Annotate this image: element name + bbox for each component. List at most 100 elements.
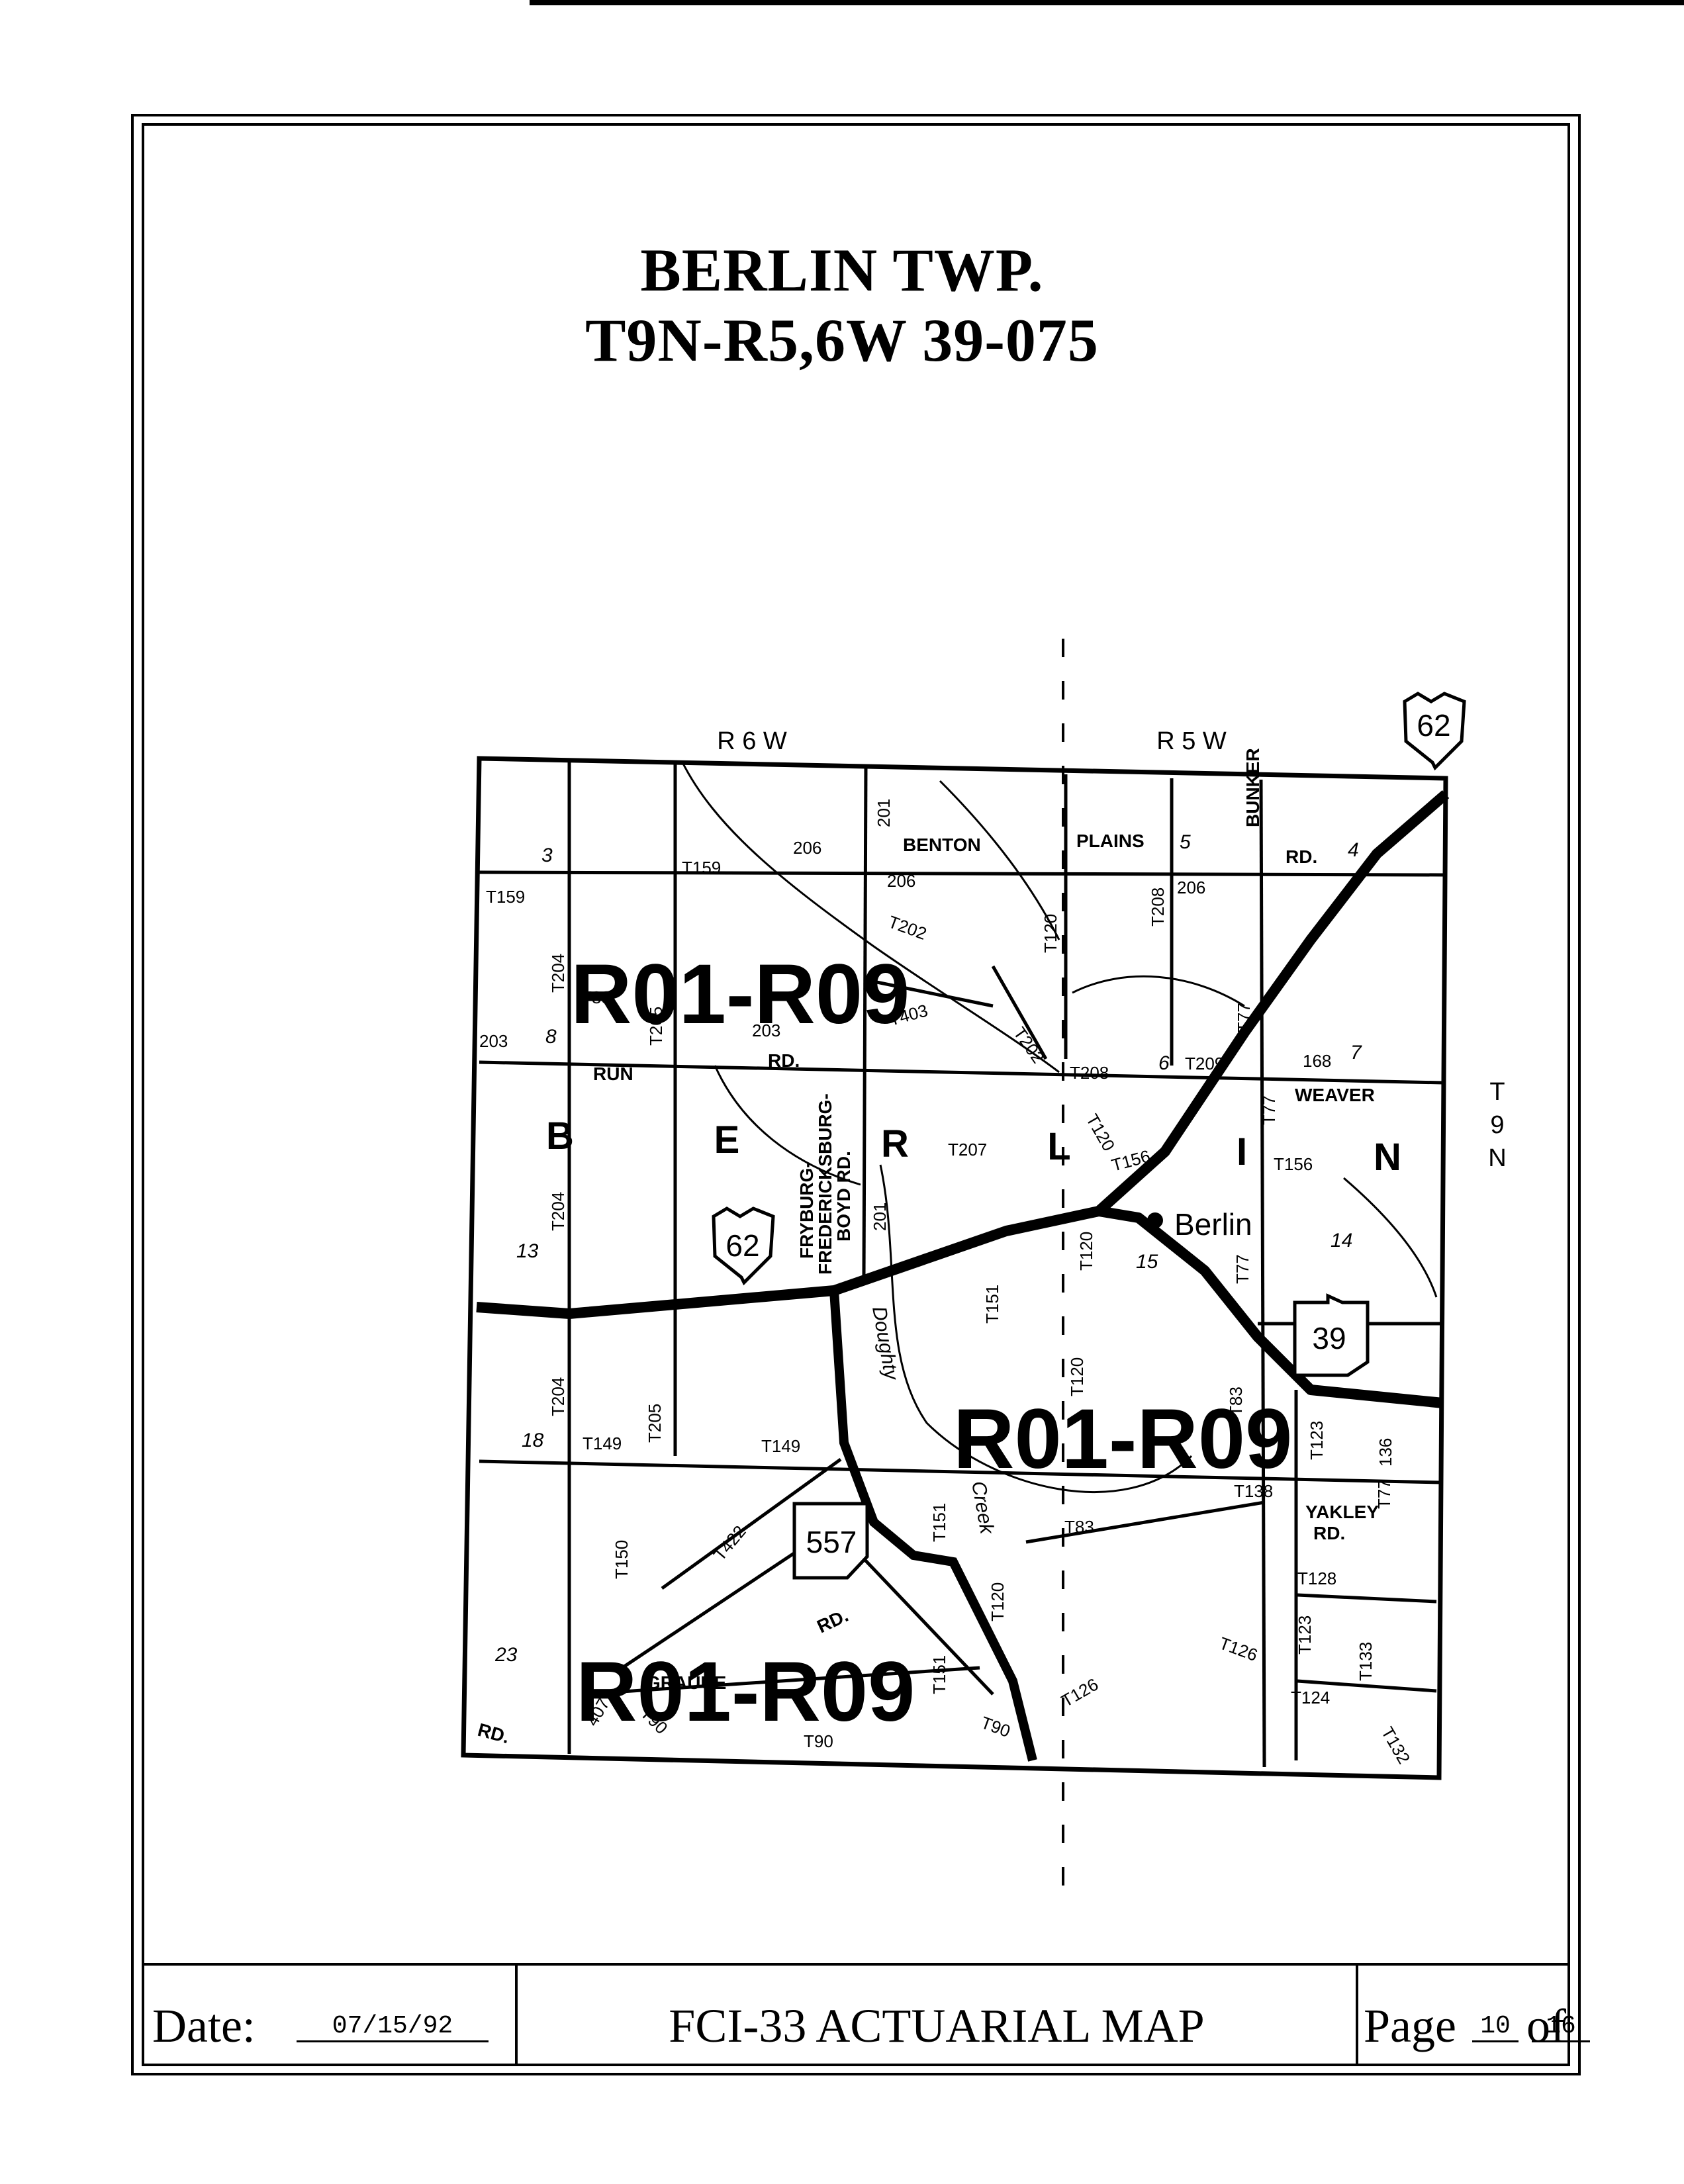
map-label: 7 xyxy=(1350,1042,1362,1064)
outer-frame xyxy=(131,114,1581,2075)
range-label-west: R 6 W xyxy=(717,727,787,755)
township-label-9: 9 xyxy=(1490,1111,1504,1139)
map-label: BOYD RD. xyxy=(833,1151,854,1242)
place-berlin: Berlin xyxy=(1174,1207,1252,1242)
map-label: RD. xyxy=(814,1605,851,1637)
map-label: RUN xyxy=(593,1064,633,1084)
township-name: B E R L I N xyxy=(546,1115,1401,1179)
page-total: 16 xyxy=(1532,2012,1590,2042)
highway-sr557 xyxy=(829,1290,1037,1762)
map-label: T77 xyxy=(1374,1479,1394,1509)
map-label: T124 xyxy=(1291,1688,1330,1707)
map-label: R xyxy=(881,1122,909,1165)
map-label: RD. xyxy=(475,1719,512,1747)
map-label: T126 xyxy=(1058,1674,1101,1711)
footer-title-cell: FCI-33 ACTUARIAL MAP xyxy=(518,1966,1358,2066)
route-shield-39: 39 xyxy=(1293,1293,1370,1377)
map-label: T150 xyxy=(612,1540,632,1579)
map-title-township: BERLIN TWP. xyxy=(640,236,1044,304)
map-label: T120 xyxy=(1067,1357,1087,1396)
zone-label-3: R01-R09 xyxy=(576,1645,915,1739)
map-label: T138 xyxy=(1234,1481,1273,1501)
map-label: T88 xyxy=(581,987,611,1007)
map-label: T83 xyxy=(1226,1387,1246,1416)
map-label: YAKLEY xyxy=(1305,1502,1379,1522)
map-label: 15 xyxy=(1136,1251,1158,1273)
zone-labels: R01-R09 R01-R09 R01-R09 xyxy=(571,947,1292,1739)
map-label: T151 xyxy=(929,1655,949,1694)
map-label: 206 xyxy=(887,871,915,891)
map-label: 6 xyxy=(1158,1052,1170,1074)
map-label: 3 xyxy=(541,844,553,866)
map-label: I xyxy=(1237,1130,1247,1173)
footer: Date: 07/15/92 FCI-33 ACTUARIAL MAP Page… xyxy=(142,1963,1590,2066)
map-label: 13 xyxy=(516,1240,539,1262)
map-label: 8 xyxy=(545,1026,557,1048)
map-label: 18 xyxy=(522,1430,544,1451)
map-label: T151 xyxy=(982,1285,1002,1324)
map-label: T120 xyxy=(988,1582,1007,1621)
township-label-t: T xyxy=(1489,1078,1505,1106)
map-label: T204 xyxy=(548,1192,568,1231)
map-label: T83 xyxy=(1064,1517,1094,1537)
map-label: T209 xyxy=(1185,1054,1224,1073)
map-label: PLAINS xyxy=(1076,831,1145,851)
map-label: T120 xyxy=(1041,914,1060,953)
map-label: T90 xyxy=(804,1731,833,1751)
page-label: Page xyxy=(1364,1999,1456,2052)
map-label: T120 xyxy=(1082,1111,1119,1154)
map-label: 206 xyxy=(793,838,821,858)
map-label: T149 xyxy=(583,1433,622,1453)
zone-label-2: R01-R09 xyxy=(953,1392,1292,1486)
map-label: 168 xyxy=(1303,1051,1331,1071)
map-label: RD. xyxy=(768,1050,800,1071)
map-label: T156 xyxy=(1274,1154,1313,1174)
map-label: 203 xyxy=(752,1021,780,1040)
map-label: BENTON xyxy=(903,835,981,855)
map-label: B xyxy=(546,1115,574,1158)
road-numbers: T159 T159 206 206 206 201 T202 T120 T208… xyxy=(479,799,1414,1768)
map-label: 39 xyxy=(1312,1321,1346,1355)
map-label: L xyxy=(1047,1125,1070,1168)
map-border xyxy=(461,756,1448,1780)
date-value: 07/15/92 xyxy=(297,2012,489,2042)
map-label: GRAUUE xyxy=(646,1672,726,1693)
map-label: 4 xyxy=(1348,839,1359,861)
map-label: 201 xyxy=(870,1203,890,1231)
map-label: T204 xyxy=(548,954,568,993)
map-label: T77 xyxy=(1259,1095,1279,1125)
map-label: T123 xyxy=(1295,1615,1315,1655)
top-rule xyxy=(530,0,1684,5)
map-label: T77 xyxy=(1233,1254,1252,1284)
map-label: T132 xyxy=(1378,1723,1415,1767)
map-label: 201 xyxy=(874,799,894,827)
map-label: T123 xyxy=(1307,1421,1327,1460)
map-label: T159 xyxy=(682,858,721,878)
map-label: RD. xyxy=(1286,846,1317,867)
map-label: 62 xyxy=(1417,708,1450,743)
footer-date-cell: Date: 07/15/92 xyxy=(142,1966,518,2066)
map-label: T208 xyxy=(1148,887,1168,927)
of-label: of xyxy=(1526,1999,1566,2052)
map-label: T90 xyxy=(978,1712,1013,1741)
township-label-n: N xyxy=(1488,1144,1506,1172)
footer-map-title: FCI-33 ACTUARIAL MAP xyxy=(669,1999,1205,2052)
map-label: FRYBURG- xyxy=(796,1161,817,1259)
map-label: 5 xyxy=(1180,831,1191,853)
map-label: T207 xyxy=(948,1140,987,1160)
map-label: T149 xyxy=(761,1436,800,1456)
route-shield-62-top: 62 xyxy=(1403,692,1466,771)
map-label: T159 xyxy=(486,887,525,907)
map-label: T126 xyxy=(1217,1633,1260,1664)
map-label: T133 xyxy=(1356,1642,1376,1681)
waterway-creek: Creek xyxy=(967,1479,998,1537)
route-shield-62-mid: 62 xyxy=(712,1206,775,1286)
zone-label-1: R01-R09 xyxy=(571,947,910,1042)
inner-frame xyxy=(142,123,1570,2066)
route-shield-557: 557 xyxy=(792,1502,869,1580)
map-label: WEAVER xyxy=(1295,1085,1375,1105)
road-names: BENTON PLAINS BUNKER RD. RUN RD. WEAVER … xyxy=(475,748,1379,1747)
highway-us62 xyxy=(476,790,1450,1408)
map-label: T151 xyxy=(929,1503,949,1542)
